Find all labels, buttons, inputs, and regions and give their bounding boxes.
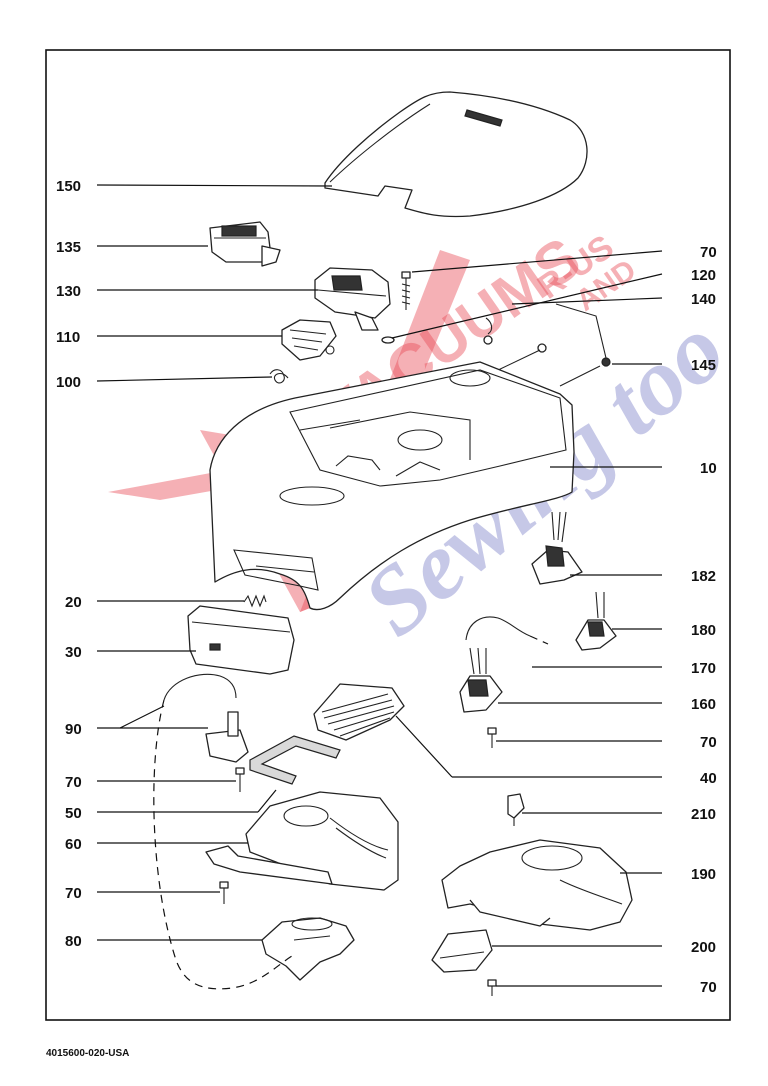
label-30: 30 [65, 644, 82, 661]
part-50-foam-seal [249, 735, 341, 785]
part-10-main-body [209, 361, 575, 611]
part-70-screw-bottom [487, 979, 497, 996]
label-50: 50 [65, 805, 82, 822]
part-80-filter-mount [261, 917, 355, 981]
label-70: 70 [65, 774, 82, 791]
part-130-switch-housing [314, 267, 391, 331]
part-140-clips [483, 317, 547, 373]
part-70-screw-160 [487, 727, 497, 748]
part-135-reel-cover [209, 221, 281, 267]
part-110-release-lever [281, 319, 337, 361]
hose-path [153, 699, 293, 990]
label-145: 145 [691, 357, 716, 374]
part-160-connector [459, 647, 503, 713]
label-40: 40 [700, 770, 717, 787]
part-180-connector [575, 591, 617, 651]
label-20: 20 [65, 594, 82, 611]
part-170-cable [465, 616, 531, 641]
part-120-washer [381, 336, 395, 344]
label-130: 130 [56, 283, 81, 300]
label-120: 120 [691, 267, 716, 284]
label-70: 70 [700, 734, 717, 751]
label-100: 100 [56, 374, 81, 391]
leader-lines [96, 184, 663, 987]
label-90: 90 [65, 721, 82, 738]
label-70: 70 [65, 885, 82, 902]
label-150: 150 [56, 178, 81, 195]
part-100-spring [269, 369, 289, 384]
part-30-latch [187, 605, 295, 675]
part-40-filter-grille [313, 683, 405, 741]
part-labels: 150 135 70 120 130 140 110 145 100 10 18… [56, 178, 717, 996]
label-170: 170 [691, 660, 716, 677]
document-number: 4015600-020-USA [46, 1048, 129, 1059]
part-150-top-cover [324, 91, 588, 218]
label-200: 200 [691, 939, 716, 956]
label-135: 135 [56, 239, 81, 256]
label-180: 180 [691, 622, 716, 639]
label-110: 110 [56, 329, 80, 346]
label-140: 140 [691, 291, 716, 308]
part-90-bracket [205, 711, 249, 763]
label-10: 10 [700, 460, 717, 477]
part-70-screw-left [235, 767, 245, 792]
part-20-spring [243, 594, 267, 608]
label-70: 70 [700, 244, 717, 261]
label-160: 160 [691, 696, 716, 713]
label-182: 182 [691, 568, 716, 585]
part-70-screw-lower [219, 881, 229, 904]
part-60-motor-housing [205, 791, 399, 891]
label-60: 60 [65, 836, 82, 853]
label-80: 80 [65, 933, 82, 950]
part-182-switch-wires [531, 511, 583, 585]
part-200-bracket [431, 929, 493, 973]
label-190: 190 [691, 866, 716, 883]
brand-logo-plate [464, 109, 503, 127]
part-70-screw-top [401, 271, 411, 310]
part-145-clip [555, 303, 611, 387]
part-210-connector [507, 793, 525, 826]
part-190-motor-cover [441, 839, 633, 931]
label-210: 210 [691, 806, 716, 823]
part-90-tube [163, 673, 237, 701]
diagram-frame [45, 49, 731, 1021]
label-70: 70 [700, 979, 717, 996]
